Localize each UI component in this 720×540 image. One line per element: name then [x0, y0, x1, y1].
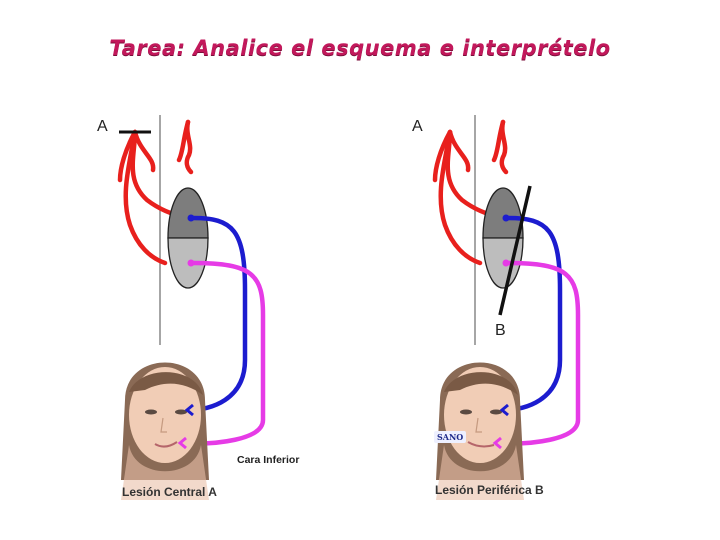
lesion-label-b: B	[495, 322, 506, 339]
nerve-upper-face	[187, 215, 248, 413]
nerve-lower-origin	[502, 259, 510, 267]
corticobulbar-pathway	[432, 119, 509, 266]
face-illustration	[436, 362, 524, 500]
nerve-lower-origin	[187, 259, 195, 267]
caption-central-lesion: Lesión Central A	[122, 485, 217, 499]
face-illustration	[121, 362, 209, 500]
diagram-peripheral-lesion: A B SANO Lesión Periférica B	[400, 100, 650, 510]
healthy-side-label: SANO	[434, 431, 467, 443]
region-label-lower-face: Cara Inferior	[237, 454, 300, 466]
nerve-lower-face	[180, 260, 266, 446]
diagram-central-lesion: A Cara Inferior Lesión Central A	[85, 100, 335, 510]
point-label-a: A	[412, 118, 423, 135]
nerve-upper-origin	[502, 214, 510, 222]
diagram-central-lesion-drawing	[117, 115, 266, 500]
facial-nucleus	[167, 187, 209, 289]
caption-peripheral-lesion: Lesión Periférica B	[435, 483, 544, 497]
page-title: Tarea: Analice el esquema e interprételo	[109, 36, 611, 60]
lesion-marker-b	[498, 185, 532, 316]
diagram-peripheral-lesion-drawing	[432, 115, 581, 500]
nerve-upper-face	[502, 215, 563, 413]
nerve-upper-origin	[187, 214, 195, 222]
point-label-a: A	[97, 118, 108, 135]
nerve-lower-face	[495, 260, 581, 446]
